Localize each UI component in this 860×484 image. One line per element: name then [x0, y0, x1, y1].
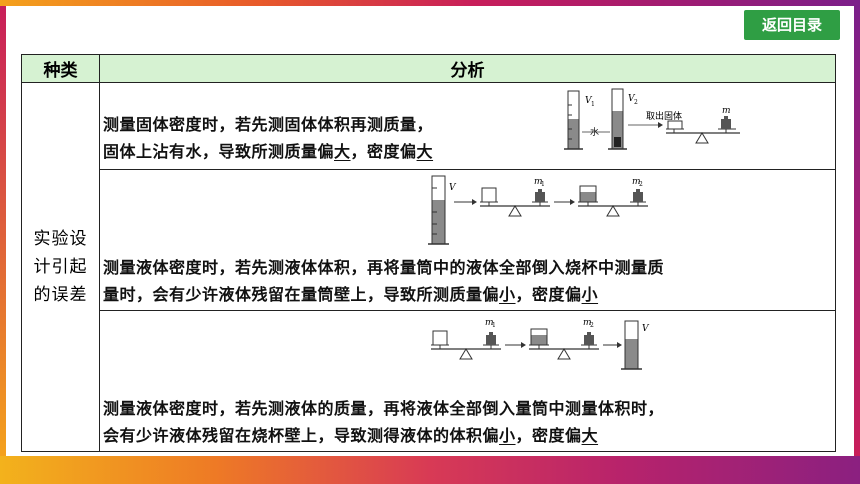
- graduated-cylinder: [621, 320, 642, 370]
- m1-sub: 1: [492, 322, 496, 329]
- analysis-cell-liquid-volume-first: V m 1: [99, 169, 836, 311]
- m2-label: m: [632, 177, 641, 187]
- bottom-gradient-bar: [0, 456, 860, 484]
- v2-label: V: [628, 94, 636, 104]
- answer-blank: 大: [334, 142, 351, 161]
- liquid-volume-first-figure: V m 1: [428, 175, 648, 245]
- v1-sub: 1: [591, 101, 595, 108]
- liquid2-line-1: 测量液体密度时，若先测液体的质量，再将液体全部倒入量筒中测量体积时，: [103, 399, 665, 418]
- table-row: V m 1: [22, 169, 836, 311]
- m1-label: m: [485, 318, 494, 328]
- category-line: 的误差: [33, 285, 88, 305]
- right-border: [854, 6, 860, 456]
- balance-scale-filled-beaker: [529, 328, 599, 360]
- header-category: 种类: [21, 54, 100, 83]
- answer-blank: 大: [416, 142, 434, 161]
- category-line: 实验设: [33, 229, 88, 249]
- graduated-cylinder-2: [608, 88, 627, 150]
- balance-scale-empty-beaker: [431, 330, 501, 360]
- solid-measurement-figure: V 1 水 V 2 取出固体: [564, 88, 740, 150]
- take-out-label: 取出固体: [646, 110, 682, 122]
- answer-blank: 小: [581, 285, 599, 304]
- left-border: [0, 6, 6, 456]
- liquid-mass-first-figure: m 1 m 2: [431, 318, 650, 370]
- analysis-cell-solid: V 1 水 V 2 取出固体: [99, 82, 836, 170]
- answer-blank: 大: [581, 426, 599, 445]
- table-row: 实验设 计引起 的误差 V 1: [21, 82, 836, 452]
- balance-scale-filled-beaker: [578, 185, 648, 217]
- solid-line-1: 测量固体密度时，若先测固体体积再测质量，: [103, 115, 434, 134]
- category-line: 计引起: [33, 257, 88, 277]
- liquid1-line-1: 测量液体密度时，若先测液体体积，再将量筒中的液体全部倒入烧杯中测量质: [103, 258, 665, 277]
- v-label: V: [449, 183, 457, 193]
- answer-blank: 小: [499, 285, 516, 304]
- water-label: 水: [590, 126, 599, 138]
- v1-label: V: [585, 96, 593, 106]
- v2-sub: 2: [634, 99, 638, 106]
- graduated-cylinder: [428, 175, 449, 245]
- table-header-row: 种类 分析: [21, 54, 836, 83]
- m1-sub: 1: [541, 181, 545, 188]
- analysis-table: 种类 分析 实验设 计引起 的误差 V: [21, 54, 836, 452]
- m1-label: m: [534, 177, 543, 187]
- analysis-cell-liquid-mass-first: m 1 m 2: [99, 310, 836, 452]
- category-cell: 实验设 计引起 的误差: [21, 82, 100, 452]
- top-gradient-bar: [0, 0, 860, 6]
- liquid1-line-2: 量时，会有少许液体残留在量筒壁上，导致所测质量偏小，密度偏小: [103, 285, 599, 304]
- liquid2-line-2: 会有少许液体残留在烧杯壁上，导致测得液体的体积偏小，密度偏大: [103, 426, 599, 445]
- balance-scale-empty-beaker: [480, 187, 550, 217]
- m2-sub: 2: [590, 322, 594, 329]
- m2-label: m: [583, 318, 592, 328]
- table-row: m 1 m 2: [22, 310, 836, 452]
- m-label: m: [722, 106, 731, 116]
- graduated-cylinder-1: [564, 90, 583, 150]
- header-analysis: 分析: [99, 54, 836, 83]
- answer-blank: 小: [499, 426, 516, 445]
- v-label: V: [642, 324, 650, 334]
- m2-sub: 2: [639, 181, 643, 188]
- back-to-contents-button[interactable]: 返回目录: [744, 10, 840, 40]
- solid-line-2: 固体上沾有水，导致所测质量偏大，密度偏大: [103, 142, 434, 161]
- balance-scale: [666, 116, 740, 144]
